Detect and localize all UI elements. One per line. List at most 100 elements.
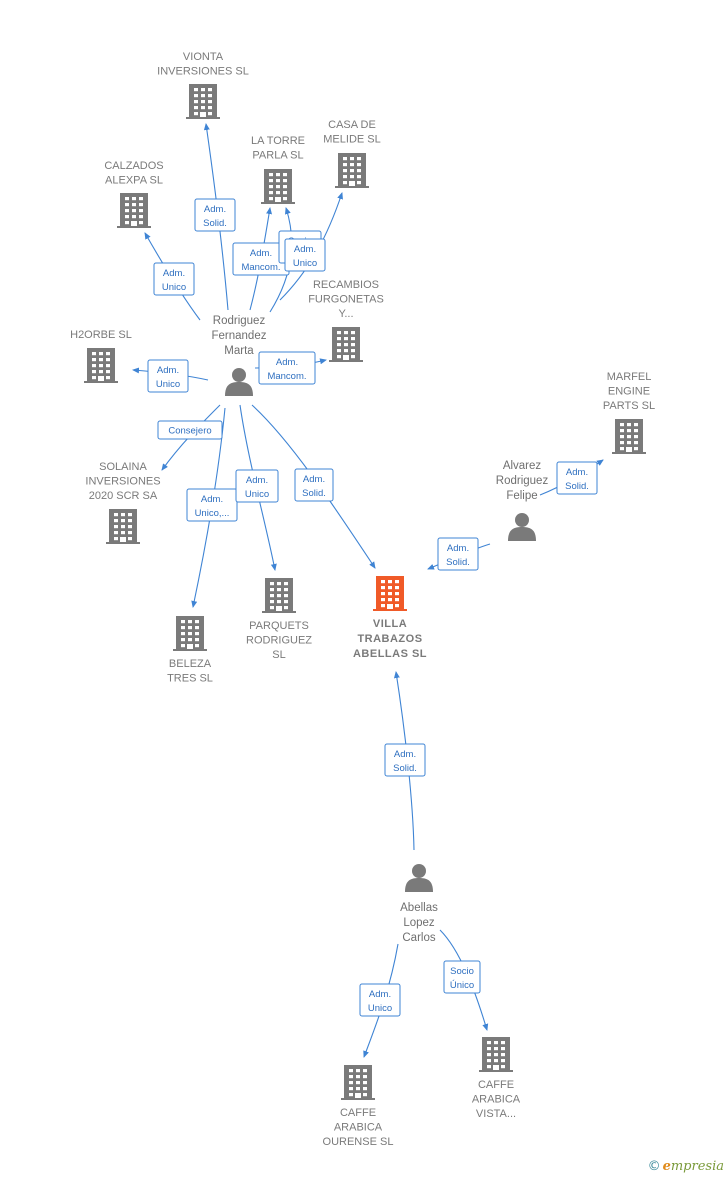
company-node-caffeourense[interactable]: CAFFE ARABICA OURENSE SL xyxy=(323,1065,394,1148)
company-label-villa-line-1: VILLA xyxy=(373,618,407,630)
copyright-icon: © xyxy=(647,1159,661,1174)
relation-label-r-h2orbe-1: Adm. xyxy=(157,365,179,376)
relation-label-r-beleza-1: Adm. xyxy=(201,494,223,505)
person-icon[interactable] xyxy=(508,513,536,541)
relation-label-r-casademelide-1: Adm. xyxy=(294,244,316,255)
company-label-h2orbe-line-1: H2ORBE SL xyxy=(70,329,132,341)
building-icon[interactable] xyxy=(329,327,363,362)
relation-label-r-marfel-2: Solid. xyxy=(565,481,589,492)
company-node-beleza[interactable]: BELEZA TRES SL xyxy=(167,616,213,685)
relation-badge-r-casademelide[interactable]: Adm. Unico xyxy=(284,238,326,272)
relation-badge-r-latorre[interactable]: Adm. Mancom. xyxy=(232,242,290,276)
company-label-caffeourense-line-2: ARABICA xyxy=(334,1122,383,1134)
relation-label-r-caffeourense-1: Adm. xyxy=(369,989,391,1000)
relation-badge-r-parquets[interactable]: Adm.Unico xyxy=(235,469,279,503)
person-label-rodriguez-line-1: Rodriguez xyxy=(213,315,266,327)
relation-badge-r-marfel[interactable]: Adm.Solid. xyxy=(556,461,598,495)
company-label-marfel-line-2: ENGINE xyxy=(608,386,650,398)
relation-label-r-latorre-2: Mancom. xyxy=(241,262,280,273)
relation-label-r-parquets-2: Unico xyxy=(245,489,269,500)
person-icon[interactable] xyxy=(225,368,253,396)
relation-label-r-beleza-2: Unico,... xyxy=(195,508,230,519)
company-label-beleza-line-1: BELEZA xyxy=(169,658,212,670)
relation-label-r-caffevista-2: Único xyxy=(450,980,474,991)
person-icon[interactable] xyxy=(405,864,433,892)
building-icon[interactable] xyxy=(173,616,207,651)
relation-badge-r-villa2[interactable]: Adm.Solid. xyxy=(437,537,479,571)
relation-label-r-vionta-2: Solid. xyxy=(203,218,227,229)
relation-badge-r-beleza[interactable]: Adm. Unico,... xyxy=(186,488,238,522)
relation-badge-r-vionta[interactable]: Adm. Solid. xyxy=(194,198,236,232)
relation-label-r-villa3-2: Solid. xyxy=(393,763,417,774)
building-icon[interactable] xyxy=(186,84,220,119)
building-icon[interactable] xyxy=(612,419,646,454)
company-node-caffevista[interactable]: CAFFEARABICAVISTA... xyxy=(472,1037,521,1120)
company-label-villa-line-2: TRABAZOS xyxy=(357,633,422,645)
company-label-solaina-line-3: 2020 SCR SA xyxy=(89,490,158,502)
person-label-abellas-line-3: Carlos xyxy=(402,932,435,944)
relation-badge-r-villa3[interactable]: Adm.Solid. xyxy=(384,743,426,777)
company-label-parquets-line-2: RODRIGUEZ xyxy=(246,635,312,647)
person-label-alvarez-line-3: Felipe xyxy=(506,490,537,502)
company-label-recambios-line-2: FURGONETAS xyxy=(308,294,384,306)
company-node-recambios[interactable]: RECAMBIOS FURGONETAS Y... xyxy=(308,279,384,362)
company-label-caffeourense-line-3: OURENSE SL xyxy=(323,1136,394,1148)
relation-label-r-latorre-1: Adm. xyxy=(250,248,272,259)
relation-badge-r-villa1[interactable]: Adm. Solid. xyxy=(294,468,334,502)
company-label-latorre-line-2: PARLA SL xyxy=(252,150,303,162)
company-label-casademelide-line-1: CASA DE xyxy=(328,119,376,131)
building-icon[interactable] xyxy=(261,169,295,204)
company-label-recambios-line-1: RECAMBIOS xyxy=(313,279,379,291)
company-label-caffeourense-line-1: CAFFE xyxy=(340,1107,376,1119)
building-icon[interactable] xyxy=(262,578,296,613)
building-icon[interactable] xyxy=(373,576,407,611)
relation-label-r-villa2-2: Solid. xyxy=(446,557,470,568)
company-label-marfel-line-3: PARTS SL xyxy=(603,400,655,412)
relation-badge-r-calzados[interactable]: Adm.Unico xyxy=(153,262,195,296)
building-icon[interactable] xyxy=(341,1065,375,1100)
company-node-vionta[interactable]: VIONTA INVERSIONES SL xyxy=(157,51,249,119)
relation-badge-r-solaina[interactable]: Consejero xyxy=(157,420,223,440)
company-label-villa-line-3: ABELLAS SL xyxy=(353,648,427,660)
building-icon[interactable] xyxy=(335,153,369,188)
relation-label-r-solaina-1: Consejero xyxy=(168,426,211,437)
brand-name: mpresia xyxy=(670,1159,724,1174)
building-icon[interactable] xyxy=(117,193,151,228)
company-label-marfel-line-1: MARFEL xyxy=(607,371,652,383)
company-label-vionta-line-1: VIONTA xyxy=(183,51,224,63)
relation-label-r-villa1-1: Adm. xyxy=(303,474,325,485)
company-node-h2orbe[interactable]: H2ORBE SL xyxy=(70,329,132,383)
relation-badge-r-h2orbe[interactable]: Adm. Unico xyxy=(147,359,189,393)
company-label-recambios-line-3: Y... xyxy=(338,308,353,320)
relation-label-r-caffeourense-2: Unico xyxy=(368,1003,392,1014)
relation-label-r-vionta-1: Adm. xyxy=(204,204,226,215)
company-node-marfel[interactable]: MARFEL ENGINE PARTS SL xyxy=(603,371,655,454)
company-label-caffevista-line-3: VISTA... xyxy=(476,1108,516,1120)
company-label-beleza-line-2: TRES SL xyxy=(167,673,213,685)
relation-label-r-casademelide-2: Unico xyxy=(293,258,317,269)
relation-badge-r-caffeourense[interactable]: Adm. Unico xyxy=(359,983,401,1017)
relation-badge-r-recambios[interactable]: Adm.Mancom. xyxy=(258,351,316,385)
company-label-caffevista-line-1: CAFFE xyxy=(478,1079,514,1091)
building-icon[interactable] xyxy=(84,348,118,383)
company-label-calzados-line-2: ALEXPA SL xyxy=(105,175,163,187)
relation-label-r-caffevista-1: Socio xyxy=(450,966,474,977)
person-label-rodriguez-line-3: Marta xyxy=(224,345,254,357)
relation-label-r-villa1-2: Solid. xyxy=(302,488,326,499)
building-icon[interactable] xyxy=(106,509,140,544)
company-node-villa[interactable]: VILLA TRABAZOS ABELLAS SL xyxy=(353,576,427,660)
person-label-rodriguez-line-2: Fernandez xyxy=(212,330,267,342)
company-label-vionta-line-2: INVERSIONES SL xyxy=(157,66,249,78)
building-icon[interactable] xyxy=(479,1037,513,1072)
relation-label-r-h2orbe-2: Unico xyxy=(156,379,180,390)
